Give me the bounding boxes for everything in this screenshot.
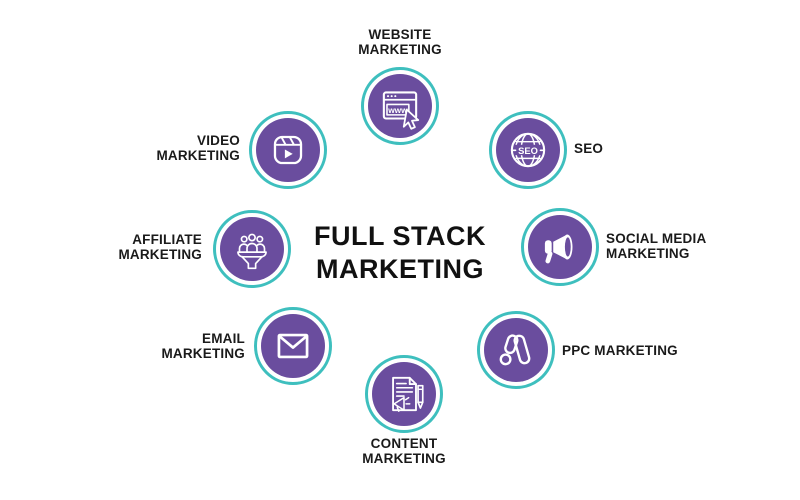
seo-node: SEO: [489, 111, 567, 189]
reels-play-icon: [273, 135, 303, 165]
affiliate-marketing-label: AFFILIATE MARKETING: [118, 232, 202, 262]
ppc-marketing-circle: [484, 318, 548, 382]
envelope-icon: [277, 333, 309, 359]
page-title: FULL STACK MARKETING: [270, 220, 530, 286]
affiliate-marketing-circle: [220, 217, 284, 281]
seo-globe-icon: SEO: [510, 132, 546, 168]
email-marketing-label: EMAIL MARKETING: [161, 331, 245, 361]
content-marketing-node: [365, 355, 443, 433]
video-marketing-node: [249, 111, 327, 189]
ppc-marketing-node: [477, 311, 555, 389]
website-marketing-label: WEBSITE MARKETING: [358, 27, 442, 57]
svg-text:www: www: [387, 105, 408, 115]
email-marketing-circle: [261, 314, 325, 378]
video-marketing-label: VIDEO MARKETING: [156, 133, 240, 163]
google-ads-icon: [499, 334, 531, 366]
ppc-marketing-label: PPC MARKETING: [562, 343, 678, 358]
seo-label: SEO: [574, 141, 604, 156]
document-pencil-icon: [392, 376, 424, 412]
content-marketing-label: CONTENT MARKETING: [362, 436, 446, 466]
social-media-marketing-node: [521, 208, 599, 286]
megaphone-icon: [544, 234, 573, 264]
content-marketing-circle: [372, 362, 436, 426]
page-title-line1: FULL STACK: [314, 221, 486, 251]
seo-circle: SEO: [496, 118, 560, 182]
website-marketing-node: www: [361, 67, 439, 145]
people-funnel-icon: [237, 233, 267, 270]
video-marketing-circle: [256, 118, 320, 182]
website-marketing-circle: www: [368, 74, 432, 138]
svg-text:SEO: SEO: [518, 146, 538, 156]
affiliate-marketing-node: [213, 210, 291, 288]
social-media-marketing-circle: [528, 215, 592, 279]
email-marketing-node: [254, 307, 332, 385]
browser-www-icon: www: [382, 91, 420, 130]
social-media-marketing-label: SOCIAL MEDIA MARKETING: [606, 231, 707, 261]
page-title-line2: MARKETING: [316, 254, 484, 284]
